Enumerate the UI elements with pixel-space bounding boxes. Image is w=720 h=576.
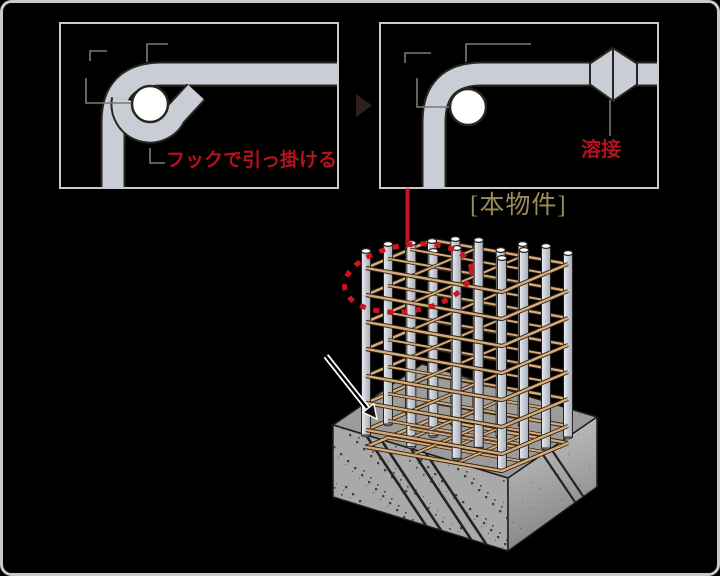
leader-line [85, 78, 134, 104]
weld-detail-panel [379, 22, 659, 189]
main-bar-section [448, 87, 488, 127]
leader-line [146, 43, 168, 62]
vertical-rebar [451, 245, 462, 461]
vertical-rebar [518, 247, 530, 462]
vertical-rebar [428, 248, 439, 439]
leader-line [416, 78, 450, 108]
main-bar-section [130, 84, 170, 124]
leader-line [89, 50, 107, 61]
leader-line [149, 148, 165, 164]
transition-arrow-icon [356, 94, 372, 117]
hook-detail-panel [59, 22, 339, 189]
weld-joint [589, 47, 638, 102]
vertical-rebar [540, 243, 552, 451]
vertical-rebar [496, 255, 508, 473]
pointer-arrow-icon [323, 354, 378, 421]
vertical-rebar [360, 248, 372, 438]
vertical-rebar [382, 241, 394, 427]
hook-method-label: フックで引っ掛ける [166, 150, 338, 171]
column-rebar-cage [360, 236, 574, 474]
panel-border [379, 22, 659, 189]
property-tag-label: [本物件] [470, 192, 567, 219]
highlight-dashed-ellipse [342, 241, 474, 315]
leader-line [404, 52, 431, 63]
weld-label: 溶接 [581, 139, 621, 161]
leader-line [465, 43, 531, 62]
panel-border [59, 22, 339, 189]
